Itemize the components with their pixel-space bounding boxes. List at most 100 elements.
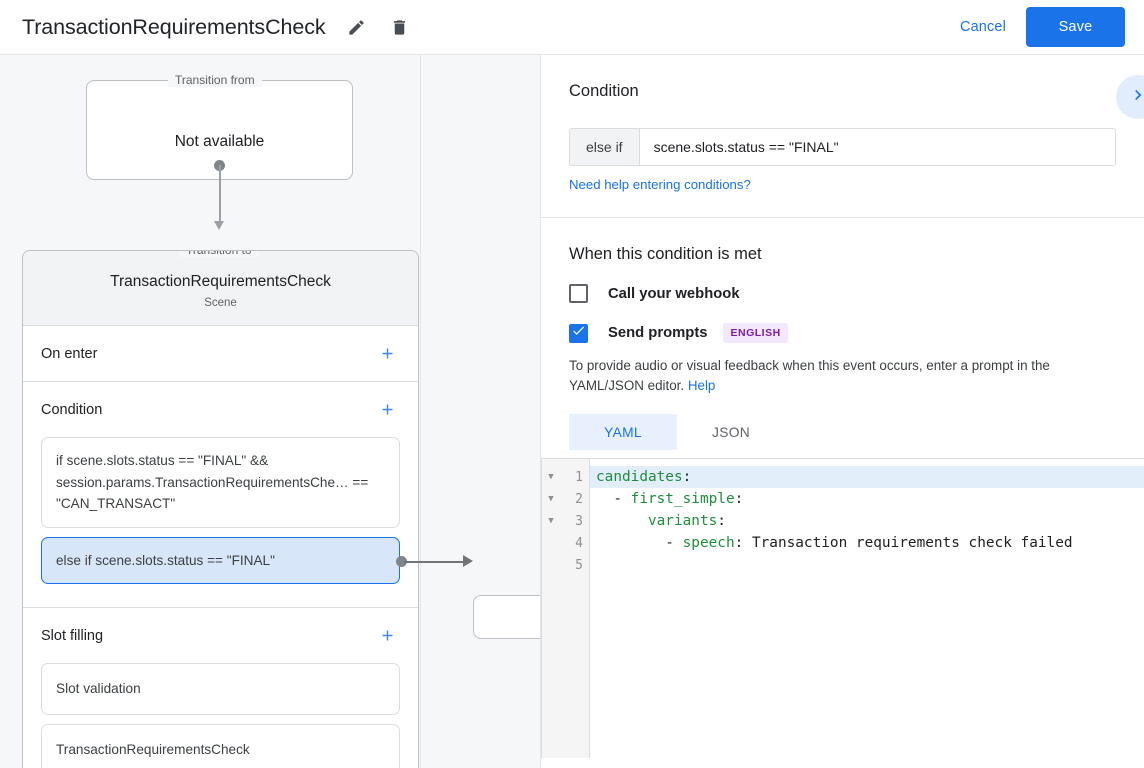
condition-prefix-label: else if [570,129,640,165]
section-title: Slot filling [41,627,104,644]
plus-icon [379,627,396,644]
editor-line-number: 4 [542,532,589,554]
prompts-help-link[interactable]: Help [687,378,716,393]
canvas-guideline [420,55,421,768]
add-on-enter-button[interactable] [374,341,400,367]
yaml-text: : [682,469,692,485]
slot-filling-list: Slot validation TransactionRequirementsC… [41,663,400,768]
fold-arrow-icon[interactable]: ▼ [548,472,554,482]
section-header: On enter [41,326,400,381]
editor-code-line: candidates: [590,466,1144,488]
scene-subtitle: Scene [204,297,237,309]
section-title: On enter [41,345,98,362]
transition-from-legend: Transition from [168,73,262,87]
editor-code-line: - speech: Transaction requirements check… [590,532,1144,554]
trash-icon [390,18,409,37]
condition-card-selected[interactable]: else if scene.slots.status == "FINAL" [41,536,400,584]
transition-to-node[interactable]: Transition to TransactionRequirementsChe… [22,250,419,768]
save-button[interactable]: Save [1026,7,1125,47]
fold-arrow-icon[interactable]: ▼ [548,516,554,526]
line-number: 2 [575,491,583,507]
panel-condition-section: Condition else if Need help entering con… [541,55,1144,194]
condition-input-row[interactable]: else if [569,128,1116,166]
connector-line [219,165,221,225]
add-slot-filling-button[interactable] [374,623,400,649]
yaml-key: variants [647,513,718,529]
transition-from-value: Not available [174,133,265,150]
details-panel: Condition else if Need help entering con… [540,55,1144,768]
section-condition: Condition if scene.slots.status == "FINA… [23,382,418,608]
edge-line [404,561,470,563]
edge-arrowhead [463,555,473,567]
check-icon [571,323,586,343]
pencil-icon [347,18,366,37]
language-badge: ENGLISH [723,323,788,343]
editor-format-tabs: YAML JSON [569,414,1116,450]
line-number: 5 [575,557,583,573]
delete-button[interactable] [383,10,417,44]
fold-arrow-icon[interactable]: ▼ [548,494,554,504]
add-condition-button[interactable] [374,397,400,423]
yaml-text: : Transaction requirements check failed [734,535,1073,551]
editor-code-line [590,554,1144,576]
cancel-button[interactable]: Cancel [946,10,1020,44]
section-header: Slot filling [41,608,400,663]
editor-line-number: ▼2 [542,488,589,510]
editor-line-number: 5 [542,554,589,576]
webhook-checkbox[interactable] [569,284,588,303]
slot-filling-item[interactable]: TransactionRequirementsCheck [41,724,400,768]
editor-code-area[interactable]: candidates: - first_simple: variants: - … [590,459,1144,758]
prompts-helper-text: To provide audio or visual feedback when… [569,356,1116,396]
tab-yaml[interactable]: YAML [569,414,677,450]
line-number: 1 [575,469,583,485]
tab-json[interactable]: JSON [712,424,750,440]
yaml-text: : [717,513,726,529]
webhook-label: Call your webhook [608,285,740,302]
edge-target-node[interactable] [473,595,540,639]
transition-to-legend: Transition to [179,251,259,257]
section-header: Condition [41,382,400,437]
page-title: TransactionRequirementsCheck [22,14,326,39]
edge-source-dot [396,556,407,567]
webhook-checkbox-row[interactable]: Call your webhook [569,284,1116,303]
slot-filling-item[interactable]: Slot validation [41,663,400,715]
expand-panel-button[interactable] [1116,75,1144,119]
section-slot-filling: Slot filling Slot validation Transaction… [23,608,418,768]
send-prompts-checkbox[interactable] [569,323,588,343]
line-number: 4 [575,535,583,551]
line-number: 3 [575,513,583,529]
plus-icon [379,345,396,362]
yaml-text: - [596,491,631,507]
plus-icon [379,401,396,418]
section-on-enter: On enter [23,326,418,382]
condition-list: if scene.slots.status == "FINAL" && sess… [41,437,400,607]
panel-when-met-section: When this condition is met Call your web… [541,218,1144,450]
yaml-key: speech [682,535,735,551]
prompts-helper-body: To provide audio or visual feedback when… [569,358,1050,393]
editor-line-number: ▼1 [542,466,589,488]
edit-title-button[interactable] [340,10,374,44]
connector-arrowhead [214,221,224,230]
condition-expression-input[interactable] [639,129,1115,165]
panel-divider [541,217,1144,218]
editor-code-line: variants: [590,510,1144,532]
editor-line-number: ▼3 [542,510,589,532]
condition-help-link[interactable]: Need help entering conditions? [569,177,751,192]
scene-title: TransactionRequirementsCheck [110,273,331,290]
condition-card[interactable]: if scene.slots.status == "FINAL" && sess… [41,437,400,528]
when-met-heading: When this condition is met [569,245,762,263]
section-title: Condition [41,401,103,418]
chevron-right-icon [1128,85,1144,110]
yaml-text: - [596,535,683,551]
yaml-text: : [734,491,744,507]
yaml-key: first_simple [630,491,735,507]
condition-heading: Condition [569,82,639,100]
yaml-text [596,513,648,529]
send-prompts-label: Send prompts [608,325,708,341]
flow-canvas[interactable]: Transition from Not available Transition… [0,55,540,768]
top-bar: TransactionRequirementsCheck Cancel Save [0,0,1144,55]
send-prompts-checkbox-row[interactable]: Send prompts ENGLISH [569,323,1116,343]
editor-code-line: - first_simple: [590,488,1144,510]
